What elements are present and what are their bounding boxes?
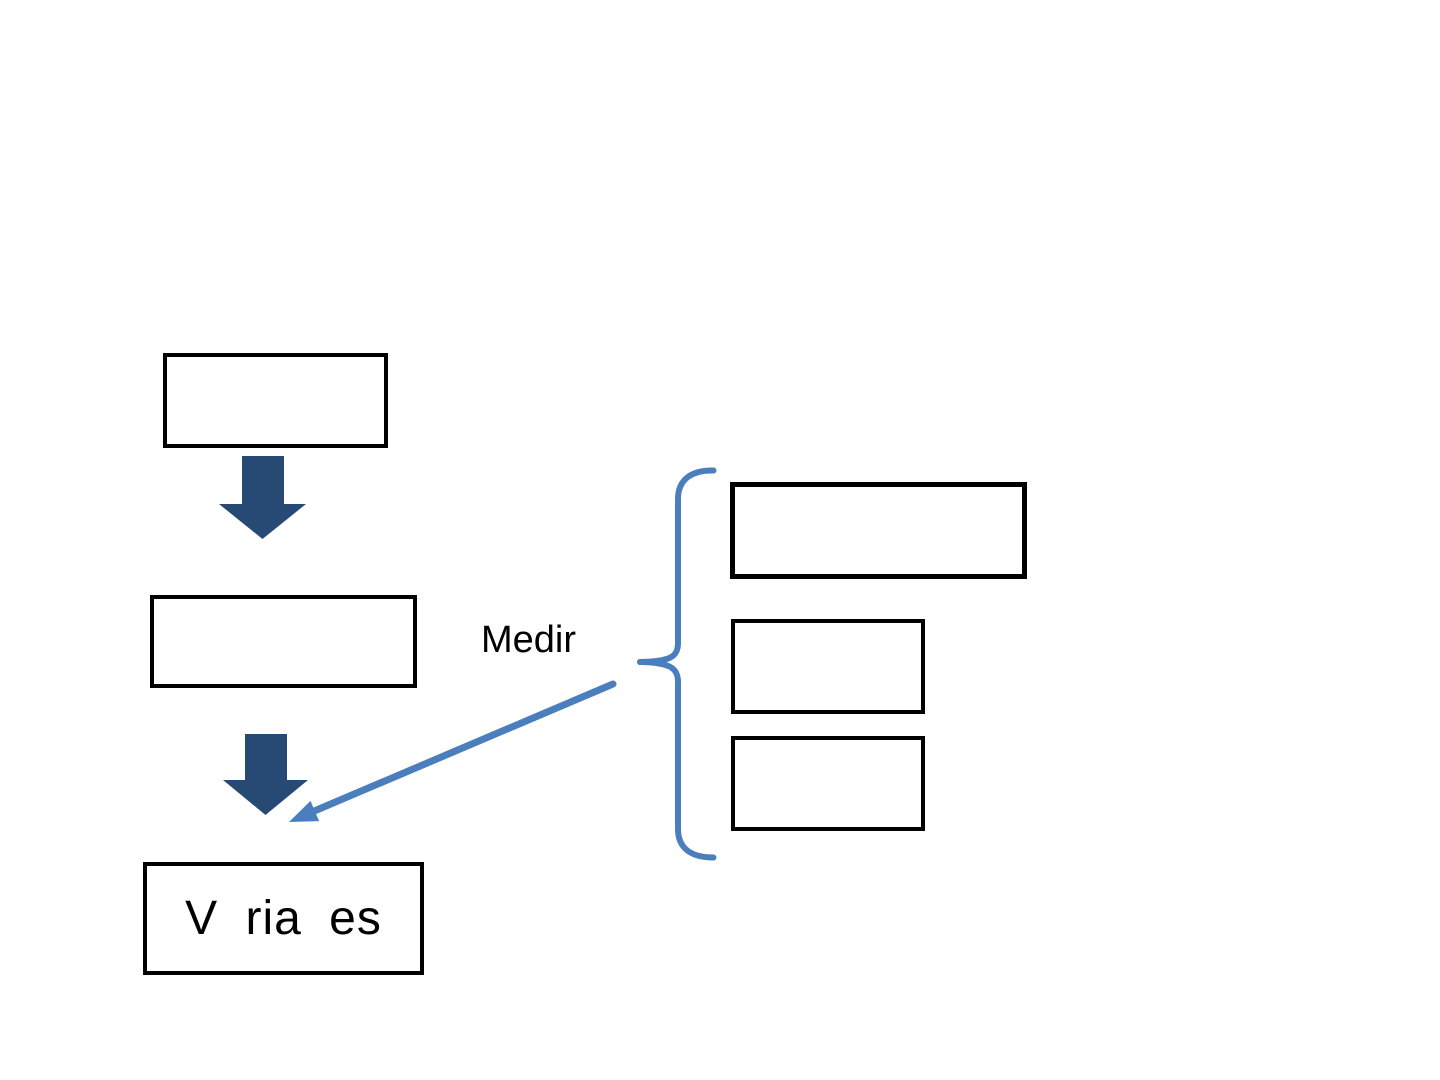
medir-connector-line: [308, 680, 617, 816]
variables-box: V ria es: [143, 862, 424, 975]
medir-label: Medir: [481, 619, 577, 661]
curly-brace-top: [637, 467, 717, 665]
right-box-3: [731, 736, 925, 831]
down-arrow-icon-2: [223, 734, 308, 815]
right-box-1: [730, 482, 1027, 579]
middle-left-box: [150, 595, 417, 688]
variables-label: V ria es: [185, 892, 382, 945]
down-arrow-icon-1: [219, 456, 306, 539]
medir-connector-arrowhead-icon: [289, 800, 320, 822]
top-left-box: [163, 353, 388, 448]
curly-brace-bottom: [637, 659, 717, 861]
right-box-2: [731, 619, 925, 714]
